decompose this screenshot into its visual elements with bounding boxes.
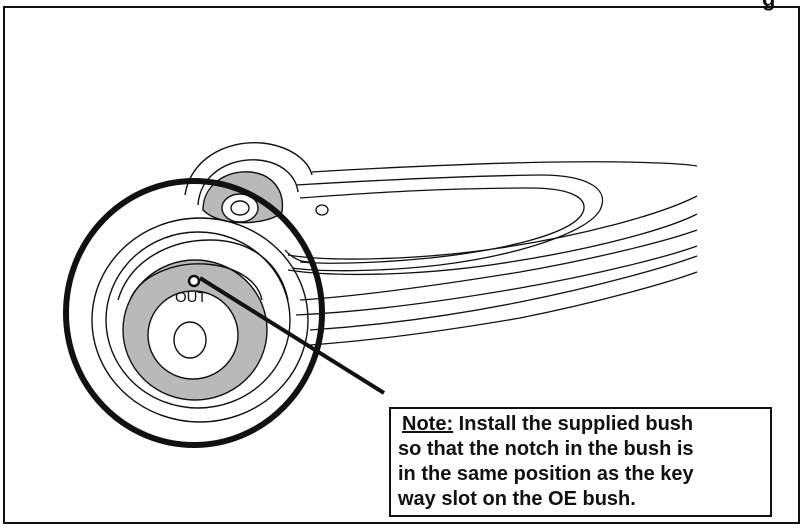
note-heading: Note: xyxy=(402,413,454,435)
notch-marker-icon xyxy=(187,274,201,288)
note-line-1: Note: Install the supplied bush xyxy=(398,412,764,437)
note-callout: Note: Install the supplied bush so that … xyxy=(389,407,772,517)
figure-frame xyxy=(3,6,800,524)
highlight-circle xyxy=(63,178,325,448)
front-bush-eye xyxy=(91,217,309,423)
note-line-2: so that the notch in the bush is xyxy=(398,438,694,460)
arm-body xyxy=(284,161,698,346)
leader-line xyxy=(198,276,386,395)
out-marking-label: OUT xyxy=(175,289,207,306)
corner-text-fragment: g xyxy=(762,0,775,10)
note-line-4: way slot on the OE bush. xyxy=(398,488,636,510)
note-line-1-text: Install the supplied bush xyxy=(458,413,694,435)
note-line-3: in the same position as the key xyxy=(398,463,694,485)
